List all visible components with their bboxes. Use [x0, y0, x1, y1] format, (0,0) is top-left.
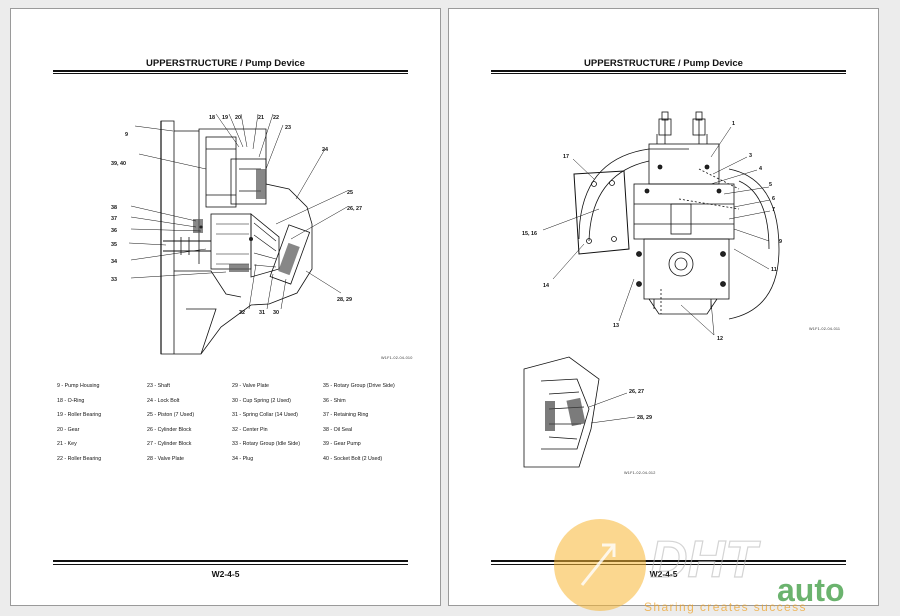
page-title: UPPERSTRUCTURE / Pump Device [146, 58, 305, 69]
legend-item: 40 - Socket Bolt (2 Used) [323, 455, 383, 462]
legend-item: 20 - Gear [57, 426, 80, 433]
callout-19: 19 [222, 115, 228, 121]
sun-logo-icon [554, 519, 646, 611]
callout-12: 12 [717, 336, 723, 342]
callout-35: 35 [111, 242, 117, 248]
callout-18: 18 [209, 115, 215, 121]
legend-column: 29 - Valve Plate 30 - Cup Spring (2 Used)… [232, 383, 300, 471]
legend-item: 28 - Valve Plate [147, 455, 185, 462]
slogan-text: Sharing creates success [644, 600, 807, 614]
pump-exterior-drawing: 1 17 3 4 5 6 7 15, 16 9 14 11 13 12 [522, 111, 782, 468]
callout-34: 34 [111, 259, 117, 265]
legend-item: 24 - Lock Bolt [147, 397, 180, 404]
legend-item: 33 - Rotary Group (Idle Side) [232, 441, 301, 448]
callout-39-40: 39, 40 [111, 161, 126, 167]
legend-column: 23 - Shaft 24 - Lock Bolt 25 - Piston (7 U… [147, 383, 194, 471]
footer-rule-thin [53, 564, 408, 565]
dht-logo-text: DHT [650, 531, 761, 589]
page-number: W2-4-5 [649, 569, 678, 579]
callout-9: 9 [779, 239, 782, 245]
right-manual-page: UPPERSTRUCTURE / Pump Device [448, 8, 879, 606]
callout-22: 22 [273, 115, 279, 121]
callout-32: 32 [239, 310, 245, 316]
callout-23: 23 [285, 125, 291, 131]
callout-4: 4 [759, 166, 762, 172]
callout-24: 24 [322, 147, 328, 153]
left-manual-page: UPPERSTRUCTURE / Pump Device [10, 8, 441, 606]
page-number: W2-4-5 [211, 569, 240, 579]
callout-26-27: 26, 27 [347, 206, 362, 212]
legend-item: 34 - Plug [232, 455, 254, 462]
footer-rule [53, 560, 408, 562]
legend-item: 38 - Oil Seal [323, 426, 353, 433]
callout-5: 5 [769, 182, 772, 188]
legend-item: 39 - Gear Pump [323, 441, 361, 448]
callout-9: 9 [125, 132, 128, 138]
footer-rule-thin [491, 564, 846, 565]
legend-item: 26 - Cylinder Block [147, 426, 192, 433]
legend-item: 29 - Valve Plate [232, 383, 270, 389]
callout-31: 31 [259, 310, 265, 316]
header-rule-thin [491, 73, 846, 74]
callout-15-16: 15, 16 [522, 231, 537, 237]
legend-item: 36 - Shim [323, 397, 346, 404]
callout-14: 14 [543, 283, 549, 289]
legend-item: 23 - Shaft [147, 383, 170, 389]
callout-37: 37 [111, 216, 117, 222]
header-rule-thin [53, 73, 408, 74]
legend-item: 27 - Cylinder Block [147, 441, 192, 448]
callout-28-29: 28, 29 [337, 297, 352, 303]
legend-item: 18 - O-Ring [57, 397, 85, 404]
legend-item: 22 - Roller Bearing [57, 455, 102, 462]
page-title: UPPERSTRUCTURE / Pump Device [584, 58, 743, 69]
legend-column: 9 - Pump Housing 18 - O-Ring 19 - Roller B… [57, 383, 101, 471]
callout-13: 13 [613, 323, 619, 329]
callout-3: 3 [749, 153, 752, 159]
legend-item: 35 - Rotary Group (Drive Side) [323, 383, 395, 389]
callout-7: 7 [772, 207, 775, 213]
header-rule [491, 70, 846, 72]
callout-25: 25 [347, 190, 353, 196]
callout-28-29-detail: 28, 29 [637, 415, 652, 421]
callout-11: 11 [771, 267, 777, 273]
figure-code-bottom: W1F1-02-04-012 [624, 471, 656, 475]
legend-item: 32 - Center Pin [232, 426, 268, 433]
figure-code: W1F1-02-04-010 [381, 356, 413, 360]
legend-item: 9 - Pump Housing [57, 383, 100, 389]
callout-17: 17 [563, 154, 569, 160]
legend-item: 21 - Key [57, 441, 77, 448]
brand-auto-text: auto [777, 572, 845, 608]
callout-1: 1 [732, 121, 735, 127]
callout-21: 21 [258, 115, 264, 121]
legend-column: 35 - Rotary Group (Drive Side) 36 - Shim 3… [323, 383, 395, 471]
legend-item: 30 - Cup Spring (2 Used) [232, 397, 291, 404]
callout-20: 20 [235, 115, 241, 121]
legend-item: 31 - Spring Collar (14 Used) [232, 412, 298, 419]
callout-33: 33 [111, 277, 117, 283]
header-rule [53, 70, 408, 72]
legend-item: 25 - Piston (7 Used) [147, 412, 195, 419]
callout-38: 38 [111, 205, 117, 211]
pump-cross-section-drawing: 9 39, 40 18 19 20 21 22 23 24 25 26, 27 … [111, 113, 362, 355]
callout-30: 30 [273, 310, 279, 316]
callout-36: 36 [111, 228, 117, 234]
legend-item: 37 - Retaining Ring [323, 412, 369, 419]
figure-code-top: W1F1-02-04-011 [809, 327, 841, 331]
dhtauto-watermark: DHT auto Sharing creates success [554, 519, 845, 614]
callout-26-27-detail: 26, 27 [629, 389, 644, 395]
callout-6: 6 [772, 196, 775, 202]
footer-rule [491, 560, 846, 562]
legend-item: 19 - Roller Bearing [57, 412, 102, 419]
